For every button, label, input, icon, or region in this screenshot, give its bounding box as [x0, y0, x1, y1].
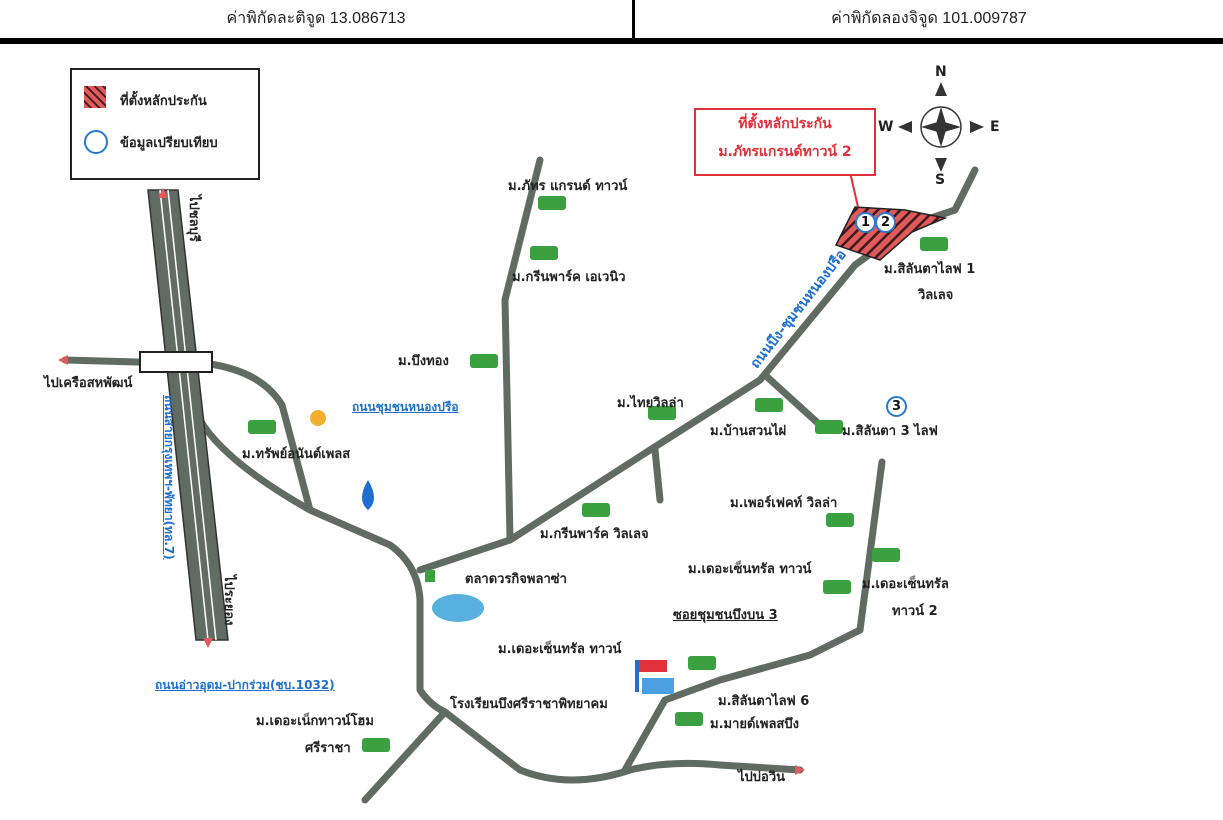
place-sap-anan: ม.ทรัพย์อนันต์เพลส	[242, 447, 351, 462]
shell-station-icon	[310, 410, 326, 426]
compass-rose-icon	[898, 82, 984, 172]
place-greenpark-village: ม.กรีนพาร์ค วิลเลจ	[540, 527, 649, 542]
collateral-callout: ที่ตั้งหลักประกัน ม.ภัทรแกรนด์ทาวน์ 2	[694, 108, 876, 176]
longitude-label: ค่าพิกัดลองจิจูด 101.009787	[831, 10, 1027, 27]
compass-s: S	[935, 172, 946, 188]
road-branch-2	[761, 371, 824, 429]
collateral-swatch-icon	[84, 86, 106, 108]
label-nongprue-road: ถนนชุมชนหนองปรือ	[352, 400, 459, 414]
place-buengthong: ม.บึงทอง	[398, 354, 449, 369]
place-silanta1-line2: วิลเลจ	[918, 288, 954, 303]
seven-eleven-icon	[425, 570, 435, 582]
compass-n: N	[935, 64, 947, 80]
label-to-rayong: ไประยอง	[221, 575, 236, 626]
compass-w: W	[878, 119, 894, 135]
arrow-to-khruea	[58, 355, 68, 365]
place-silanta1: ม.สิลันตาไลฟ 1	[884, 262, 976, 277]
road-buengbon	[621, 458, 886, 774]
road-bueng-nongprue	[416, 166, 979, 574]
market-icon	[432, 594, 484, 622]
arrow-to-rayong	[203, 638, 213, 648]
place-greenpark-avenue: ม.กรีนพาร์ค เอเวนิว	[512, 270, 626, 285]
place-market: ตลาดวรกิจพลาซ่า	[465, 572, 567, 587]
place-thai-villa: ม.ไทยวิลล่า	[617, 396, 684, 411]
place-central-town2-line2: ทาวน์ 2	[892, 604, 938, 619]
label-to-bowin: ไปบ่อวิน	[738, 770, 786, 785]
road-main-south	[196, 416, 804, 784]
place-neck-townhome-line2: ศรีราชา	[305, 741, 351, 756]
place-silanta3: ม.สิลันตา 3 ไลฟ	[842, 424, 938, 439]
place-central-town-west: ม.เดอะเซ็นทรัล ทาวน์	[498, 642, 622, 657]
school-icon	[635, 660, 674, 694]
compass-e: E	[990, 119, 1000, 135]
label-soi-buengbon: ซอยชุมชนบึงบน 3	[673, 608, 778, 623]
road-west	[61, 356, 314, 514]
highway	[139, 189, 229, 641]
road-branch-1	[651, 446, 664, 504]
place-phatra-grand: ม.ภัทร แกรนด์ ทาวน์	[508, 179, 628, 194]
arrow-to-chonburi	[158, 188, 168, 198]
place-central-town2: ม.เดอะเซ็นทรัล	[862, 577, 949, 592]
place-school: โรงเรียนบึงศรีราชาพิทยาคม	[450, 697, 608, 712]
comparison-circle-icon	[84, 130, 108, 154]
road-nongprue	[501, 156, 544, 542]
header-divider	[632, 0, 635, 40]
label-to-chonburi: ไปชลบุรี	[186, 195, 201, 242]
place-neck-townhome: ม.เดอะเน็กทาวน์โฮม	[256, 714, 374, 729]
arrow-to-bowin	[795, 765, 805, 775]
label-to-khruea: ไปเครือสหพัฒน์	[44, 376, 133, 391]
callout-line1: ที่ตั้งหลักประกัน	[738, 116, 832, 132]
legend-comparison: ข้อมูลเปรียบเทียบ	[120, 136, 218, 151]
road-southwest	[361, 708, 449, 804]
map-legend: ที่ตั้งหลักประกัน ข้อมูลเปรียบเทียบ	[70, 68, 260, 180]
label-aoudom-road: ถนนอ่าวอุดม-ปากร่วม(ชบ.1032)	[155, 678, 335, 692]
legend-collateral: ที่ตั้งหลักประกัน	[120, 94, 207, 109]
ptt-station-icon	[362, 480, 374, 510]
comparison-marker-3: 3	[886, 396, 907, 417]
place-perfect-villa: ม.เพอร์เฟคท์ วิลล่า	[730, 496, 838, 511]
label-highway: ถนนสายกรุงเทพฯ-พัทยา(ทล.7)	[162, 395, 176, 560]
comparison-marker-2: 2	[875, 212, 896, 233]
place-mindplace: ม.มายด์เพลสบึง	[710, 717, 799, 732]
comparison-marker-1: 1	[855, 212, 876, 233]
place-silanta6: ม.สิลันตาไลฟ 6	[718, 694, 810, 709]
place-central-town-east: ม.เดอะเซ็นทรัล ทาวน์	[688, 562, 812, 577]
house-icons	[248, 196, 948, 752]
latitude-label: ค่าพิกัดละติจูด 13.086713	[226, 10, 406, 27]
callout-line2: ม.ภัทรแกรนด์ทาวน์ 2	[718, 144, 852, 160]
header-rule	[0, 38, 1223, 44]
place-bansuanphai: ม.บ้านสวนไผ่	[710, 424, 787, 439]
